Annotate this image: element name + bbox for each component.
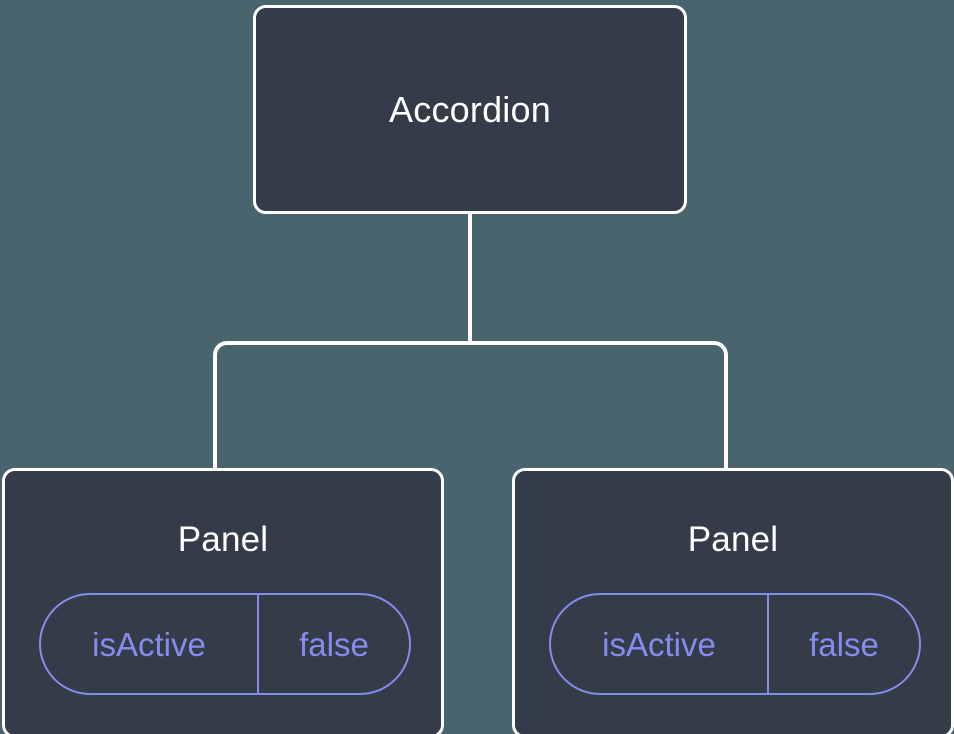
prop-value: false: [299, 625, 369, 663]
prop-value: false: [809, 625, 879, 663]
node-title: Accordion: [389, 88, 551, 130]
node-title: Panel: [177, 520, 269, 559]
node-accordion[interactable]: Accordion: [253, 5, 687, 214]
prop-pill-isactive[interactable]: isActive false: [549, 593, 921, 695]
prop-key: isActive: [41, 595, 259, 693]
edge-accordion-to-panels: [213, 213, 728, 470]
prop-pill-isactive[interactable]: isActive false: [39, 593, 411, 695]
node-panel-left[interactable]: Panel isActive false: [2, 468, 444, 734]
prop-key: isActive: [551, 595, 769, 693]
node-panel-right[interactable]: Panel isActive false: [512, 468, 954, 734]
node-title: Panel: [687, 520, 779, 559]
